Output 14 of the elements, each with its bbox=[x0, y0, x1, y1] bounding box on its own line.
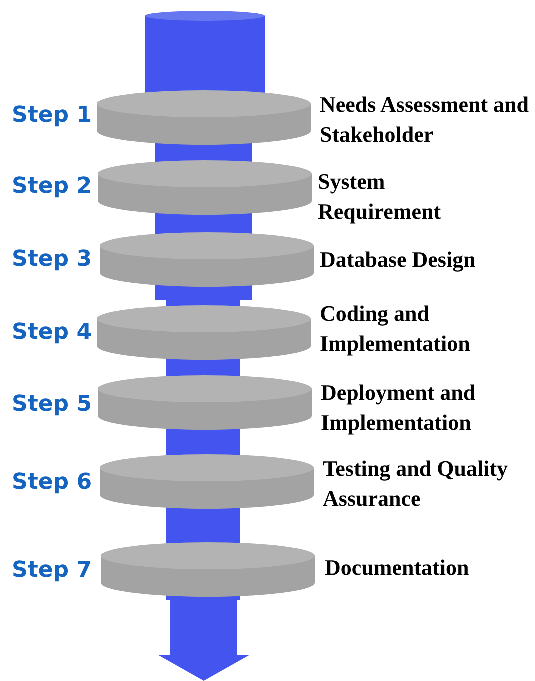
step-title: Testing and Quality Assurance bbox=[323, 455, 510, 513]
step-title: Needs Assessment and Stakeholder bbox=[320, 91, 530, 149]
step-title: Deployment and Implementation bbox=[321, 379, 477, 437]
step-title: Documentation bbox=[325, 554, 470, 582]
step-title: Database Design bbox=[320, 246, 477, 274]
step-label: Step 1 bbox=[12, 103, 92, 128]
step-title: System Requirement bbox=[318, 168, 442, 226]
step-label: Step 5 bbox=[12, 392, 92, 417]
step-title: Coding and Implementation bbox=[320, 300, 472, 358]
step-label: Step 4 bbox=[12, 320, 92, 345]
step-label: Step 7 bbox=[12, 558, 92, 583]
step-label: Step 2 bbox=[12, 174, 92, 199]
step-label: Step 3 bbox=[12, 247, 92, 272]
step-label: Step 6 bbox=[12, 470, 92, 495]
